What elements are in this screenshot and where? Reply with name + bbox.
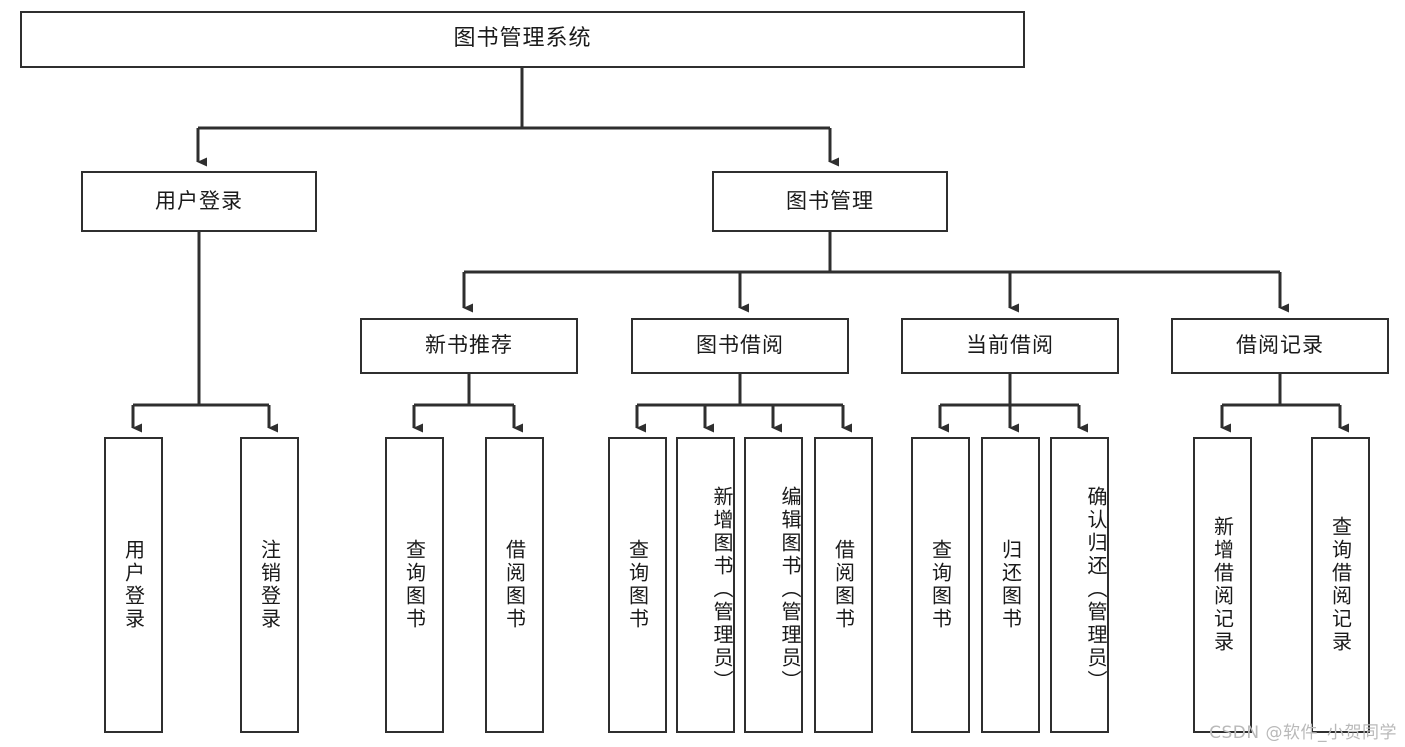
node-label: 用户登录	[155, 188, 243, 213]
node-label: 新增图书（管理员）	[710, 485, 734, 693]
node-book-management[interactable]: 图书管理	[712, 171, 948, 232]
node-label: 新书推荐	[425, 333, 513, 358]
node-label: 借阅图书	[831, 539, 856, 631]
node-root-system[interactable]: 图书管理系统	[20, 11, 1025, 68]
leaf-borrow-add-book-admin[interactable]: 新增图书（管理员）	[676, 437, 735, 733]
node-new-book-recommend[interactable]: 新书推荐	[360, 318, 578, 374]
node-label: 图书管理	[786, 188, 874, 213]
node-label: 图书管理系统	[453, 26, 592, 52]
node-label: 确认归还（管理员）	[1084, 485, 1108, 693]
leaf-borrow-edit-book-admin[interactable]: 编辑图书（管理员）	[744, 437, 803, 733]
node-book-borrow[interactable]: 图书借阅	[631, 318, 849, 374]
leaf-user-logout[interactable]: 注销登录	[240, 437, 299, 733]
node-label: 查询借阅记录	[1328, 516, 1353, 654]
node-label: 查询图书	[402, 539, 427, 631]
leaf-newbook-query-book[interactable]: 查询图书	[385, 437, 444, 733]
leaf-newbook-borrow-book[interactable]: 借阅图书	[485, 437, 544, 733]
leaf-record-add-record[interactable]: 新增借阅记录	[1193, 437, 1252, 733]
node-label: 查询图书	[625, 539, 650, 631]
leaf-borrow-borrow-book[interactable]: 借阅图书	[814, 437, 873, 733]
node-current-borrow[interactable]: 当前借阅	[901, 318, 1119, 374]
node-label: 借阅图书	[502, 539, 527, 631]
node-label: 归还图书	[998, 539, 1023, 631]
node-label: 当前借阅	[966, 333, 1054, 358]
node-label: 图书借阅	[696, 333, 784, 358]
node-label: 借阅记录	[1236, 333, 1324, 358]
node-label: 新增借阅记录	[1210, 516, 1235, 654]
node-user-login[interactable]: 用户登录	[81, 171, 317, 232]
leaf-record-query-record[interactable]: 查询借阅记录	[1311, 437, 1370, 733]
leaf-current-query-book[interactable]: 查询图书	[911, 437, 970, 733]
node-label: 查询图书	[928, 539, 953, 631]
node-label: 编辑图书（管理员）	[778, 485, 802, 693]
watermark-text: CSDN @软件_小贺同学	[1209, 723, 1397, 743]
leaf-borrow-query-book[interactable]: 查询图书	[608, 437, 667, 733]
node-label: 注销登录	[257, 539, 282, 631]
leaf-user-login[interactable]: 用户登录	[104, 437, 163, 733]
node-borrow-record[interactable]: 借阅记录	[1171, 318, 1389, 374]
leaf-current-return-book[interactable]: 归还图书	[981, 437, 1040, 733]
leaf-current-confirm-return-admin[interactable]: 确认归还（管理员）	[1050, 437, 1109, 733]
node-label: 用户登录	[121, 539, 146, 631]
